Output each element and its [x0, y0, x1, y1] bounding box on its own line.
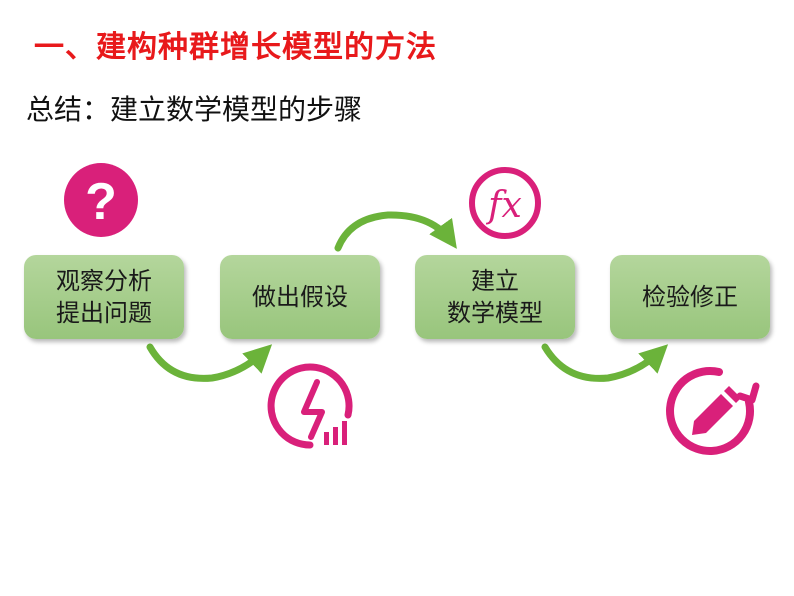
step-label: 建立 数学模型 — [447, 267, 543, 327]
step-label: 做出假设 — [252, 283, 348, 311]
question-icon: ? — [64, 163, 138, 237]
arrow-step2-to-step3 — [334, 211, 457, 252]
fx-function-icon: fx — [469, 167, 541, 239]
arrow-step1-to-step2 — [146, 343, 273, 382]
step-verify-revise: 检验修正 — [610, 255, 770, 339]
step-make-assumption: 做出假设 — [220, 255, 380, 339]
arrow-step3-to-step4 — [541, 343, 669, 382]
svg-text:?: ? — [85, 173, 117, 231]
step-observe-analyze: 观察分析 提出问题 — [24, 255, 184, 339]
step-build-model: 建立 数学模型 — [415, 255, 575, 339]
pencil-refresh-icon — [666, 367, 760, 455]
lightning-signal-icon — [267, 363, 353, 449]
page-title: 一、建构种群增长模型的方法 — [34, 30, 437, 65]
step-label: 检验修正 — [642, 283, 738, 311]
svg-text:fx: fx — [485, 185, 522, 226]
step-label: 观察分析 提出问题 — [56, 267, 152, 327]
page-subtitle: 总结：建立数学模型的步骤 — [26, 93, 363, 126]
